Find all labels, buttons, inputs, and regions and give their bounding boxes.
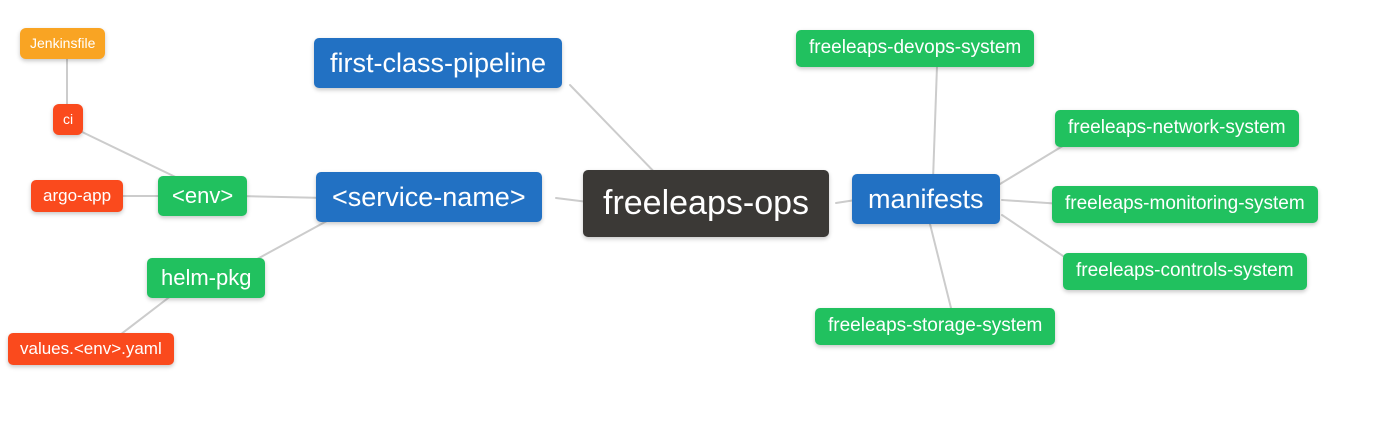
node-freeleaps-network-system[interactable]: freeleaps-network-system: [1055, 110, 1299, 147]
node-service-name[interactable]: <service-name>: [316, 172, 542, 223]
edge-manifests-controls: [1001, 214, 1073, 263]
edge-values-helmpkg: [115, 291, 177, 339]
node-freeleaps-ops[interactable]: freeleaps-ops: [583, 170, 830, 237]
edge-env-servicename: [237, 195, 327, 199]
node-freeleaps-devops-system[interactable]: freeleaps-devops-system: [796, 30, 1035, 67]
node-values-env-yaml[interactable]: values.<env>.yaml: [8, 333, 174, 366]
edge-manifests-devops: [932, 65, 938, 181]
edge-helmpkg-servicename: [247, 215, 337, 265]
node-freeleaps-storage-system[interactable]: freeleaps-storage-system: [815, 308, 1056, 345]
node-env[interactable]: <env>: [158, 176, 248, 217]
node-freeleaps-monitoring-system[interactable]: freeleaps-monitoring-system: [1052, 186, 1318, 223]
edge-manifests-storage: [928, 219, 953, 313]
node-argo-app[interactable]: argo-app: [31, 180, 124, 213]
node-freeleaps-controls-system[interactable]: freeleaps-controls-system: [1063, 253, 1307, 290]
node-manifests[interactable]: manifests: [852, 174, 1000, 225]
edge-ci-env: [77, 129, 191, 185]
edge-fcp-ops: [569, 84, 663, 181]
node-first-class-pipeline[interactable]: first-class-pipeline: [314, 38, 563, 89]
edge-manifests-network: [999, 143, 1067, 185]
node-ci[interactable]: ci: [53, 104, 84, 135]
node-helm-pkg[interactable]: helm-pkg: [147, 258, 266, 299]
node-jenkinsfile[interactable]: Jenkinsfile: [20, 28, 106, 59]
